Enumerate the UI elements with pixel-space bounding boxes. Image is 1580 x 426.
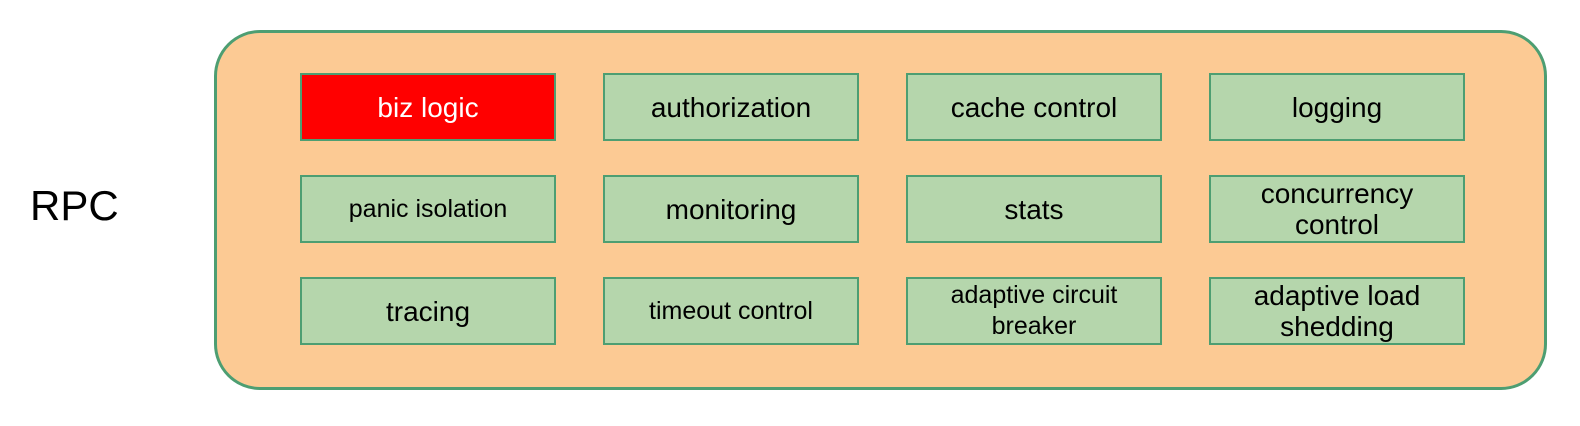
middleware-box-adaptive-load-shedding[interactable]: adaptive load shedding bbox=[1209, 277, 1465, 345]
middleware-box-monitoring[interactable]: monitoring bbox=[603, 175, 859, 243]
middleware-box-label: tracing bbox=[385, 295, 471, 327]
middleware-box-label: logging bbox=[1291, 91, 1383, 123]
middleware-box-label: adaptive circuit breaker bbox=[950, 281, 1118, 340]
middleware-box-label: cache control bbox=[950, 91, 1118, 123]
middleware-box-cache-control[interactable]: cache control bbox=[906, 73, 1162, 141]
middleware-box-label: biz logic bbox=[377, 91, 479, 123]
rpc-container: biz logic authorization cache control loggi… bbox=[214, 30, 1547, 390]
middleware-box-label: authorization bbox=[650, 91, 812, 123]
middleware-box-adaptive-circuit-breaker[interactable]: adaptive circuit breaker bbox=[906, 277, 1162, 345]
middleware-box-timeout-control[interactable]: timeout control bbox=[603, 277, 859, 345]
middleware-box-label: stats bbox=[1004, 193, 1064, 225]
middleware-box-label: panic isolation bbox=[348, 194, 508, 223]
middleware-box-label: monitoring bbox=[665, 193, 797, 225]
middleware-box-label: adaptive load shedding bbox=[1253, 280, 1421, 342]
middleware-box-authorization[interactable]: authorization bbox=[603, 73, 859, 141]
middleware-box-biz-logic[interactable]: biz logic bbox=[300, 73, 556, 141]
middleware-box-tracing[interactable]: tracing bbox=[300, 277, 556, 345]
middleware-box-stats[interactable]: stats bbox=[906, 175, 1162, 243]
rpc-side-label: RPC bbox=[30, 182, 119, 229]
middleware-grid: biz logic authorization cache control loggi… bbox=[300, 73, 1467, 345]
middleware-box-label: timeout control bbox=[649, 296, 813, 325]
middleware-box-label: concurrency control bbox=[1260, 178, 1414, 240]
middleware-box-panic-isolation[interactable]: panic isolation bbox=[300, 175, 556, 243]
middleware-box-logging[interactable]: logging bbox=[1209, 73, 1465, 141]
middleware-box-concurrency-control[interactable]: concurrency control bbox=[1209, 175, 1465, 243]
